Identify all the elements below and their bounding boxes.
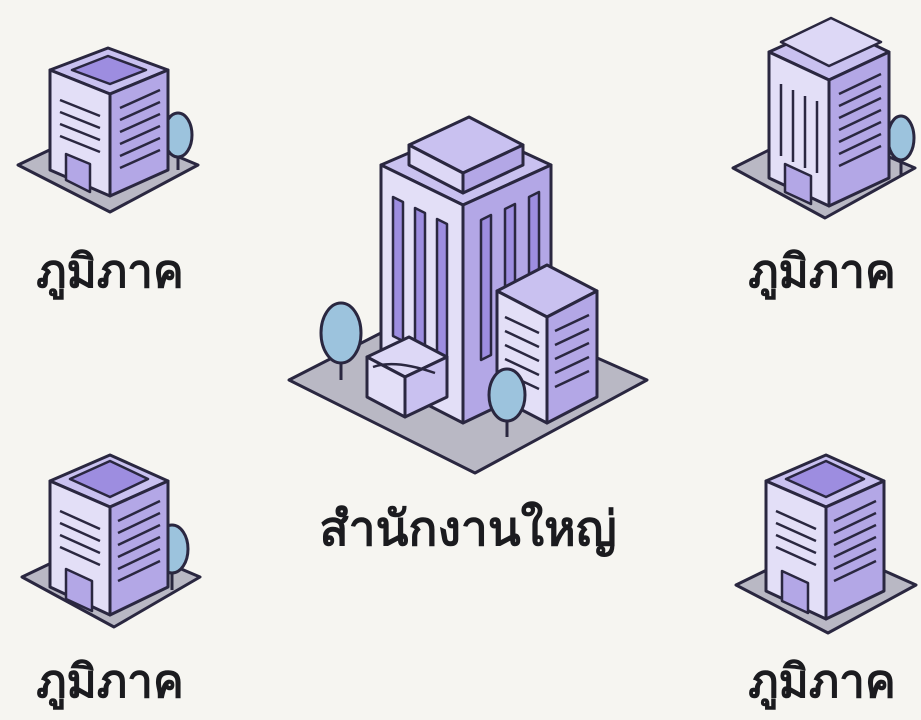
regional-label-bottom-right: ภูมิภาค [748,654,896,708]
headquarters-building [287,115,649,475]
regional-label-top-left: ภูมิภาค [36,244,184,298]
headquarters-label: สำนักงานใหญ่ [319,501,617,557]
regional-label-top-right: ภูมิภาค [748,244,896,298]
regional-office-building-top-left [16,46,200,214]
regional-label-bottom-left: ภูมิภาค [36,654,184,708]
regional-office-building-bottom-left [20,453,202,629]
regional-office-building-bottom-right [734,453,918,635]
regional-office-building-top-right [731,16,917,220]
